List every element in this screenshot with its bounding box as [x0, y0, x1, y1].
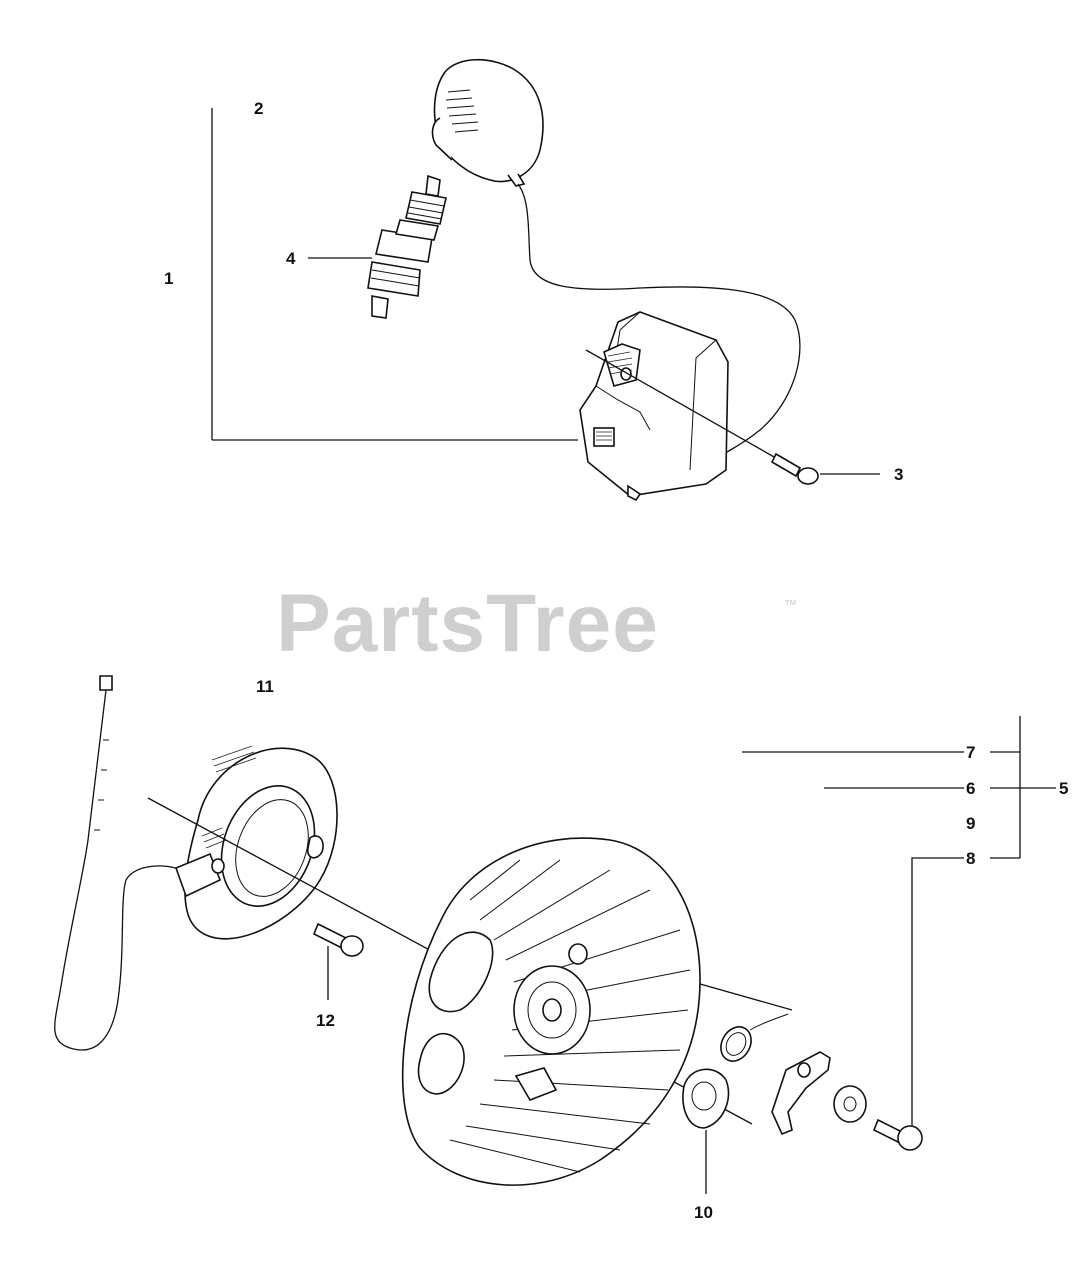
- spark-plug-boot: [431, 58, 544, 187]
- callout-8: 8: [966, 849, 976, 868]
- callout-5: 5: [1059, 779, 1069, 798]
- starter-pawl: [771, 1051, 831, 1136]
- callout-2: 2: [254, 99, 264, 118]
- callout-7: 7: [966, 743, 976, 762]
- group-5-bracket: [742, 716, 1056, 859]
- spark-plug: [367, 174, 447, 319]
- screw-8: [872, 857, 964, 1151]
- partstree-watermark: PartsTree: [276, 578, 659, 669]
- starter-spring: [720, 1013, 789, 1062]
- group-1-bracket: [211, 108, 578, 441]
- ignition-lead-wire: [517, 183, 801, 467]
- ignition-module: [579, 311, 729, 502]
- screw-3: [585, 349, 880, 485]
- trademark-symbol: ™: [784, 597, 797, 612]
- kill-switch-wire: [54, 675, 183, 1051]
- callout-12: 12: [316, 1011, 335, 1030]
- callout-11: 11: [256, 677, 274, 696]
- flywheel-nut-10: [682, 1068, 730, 1194]
- ignition-coil: [174, 745, 338, 940]
- callout-3: 3: [894, 465, 904, 484]
- screw-12: [312, 922, 364, 1000]
- callout-6: 6: [966, 779, 976, 798]
- callout-9: 9: [966, 814, 976, 833]
- callout-10: 10: [694, 1203, 713, 1222]
- washer-9: [833, 1085, 867, 1123]
- flywheel: [401, 837, 701, 1186]
- callout-1: 1: [164, 269, 174, 288]
- callout-4: 4: [286, 249, 296, 268]
